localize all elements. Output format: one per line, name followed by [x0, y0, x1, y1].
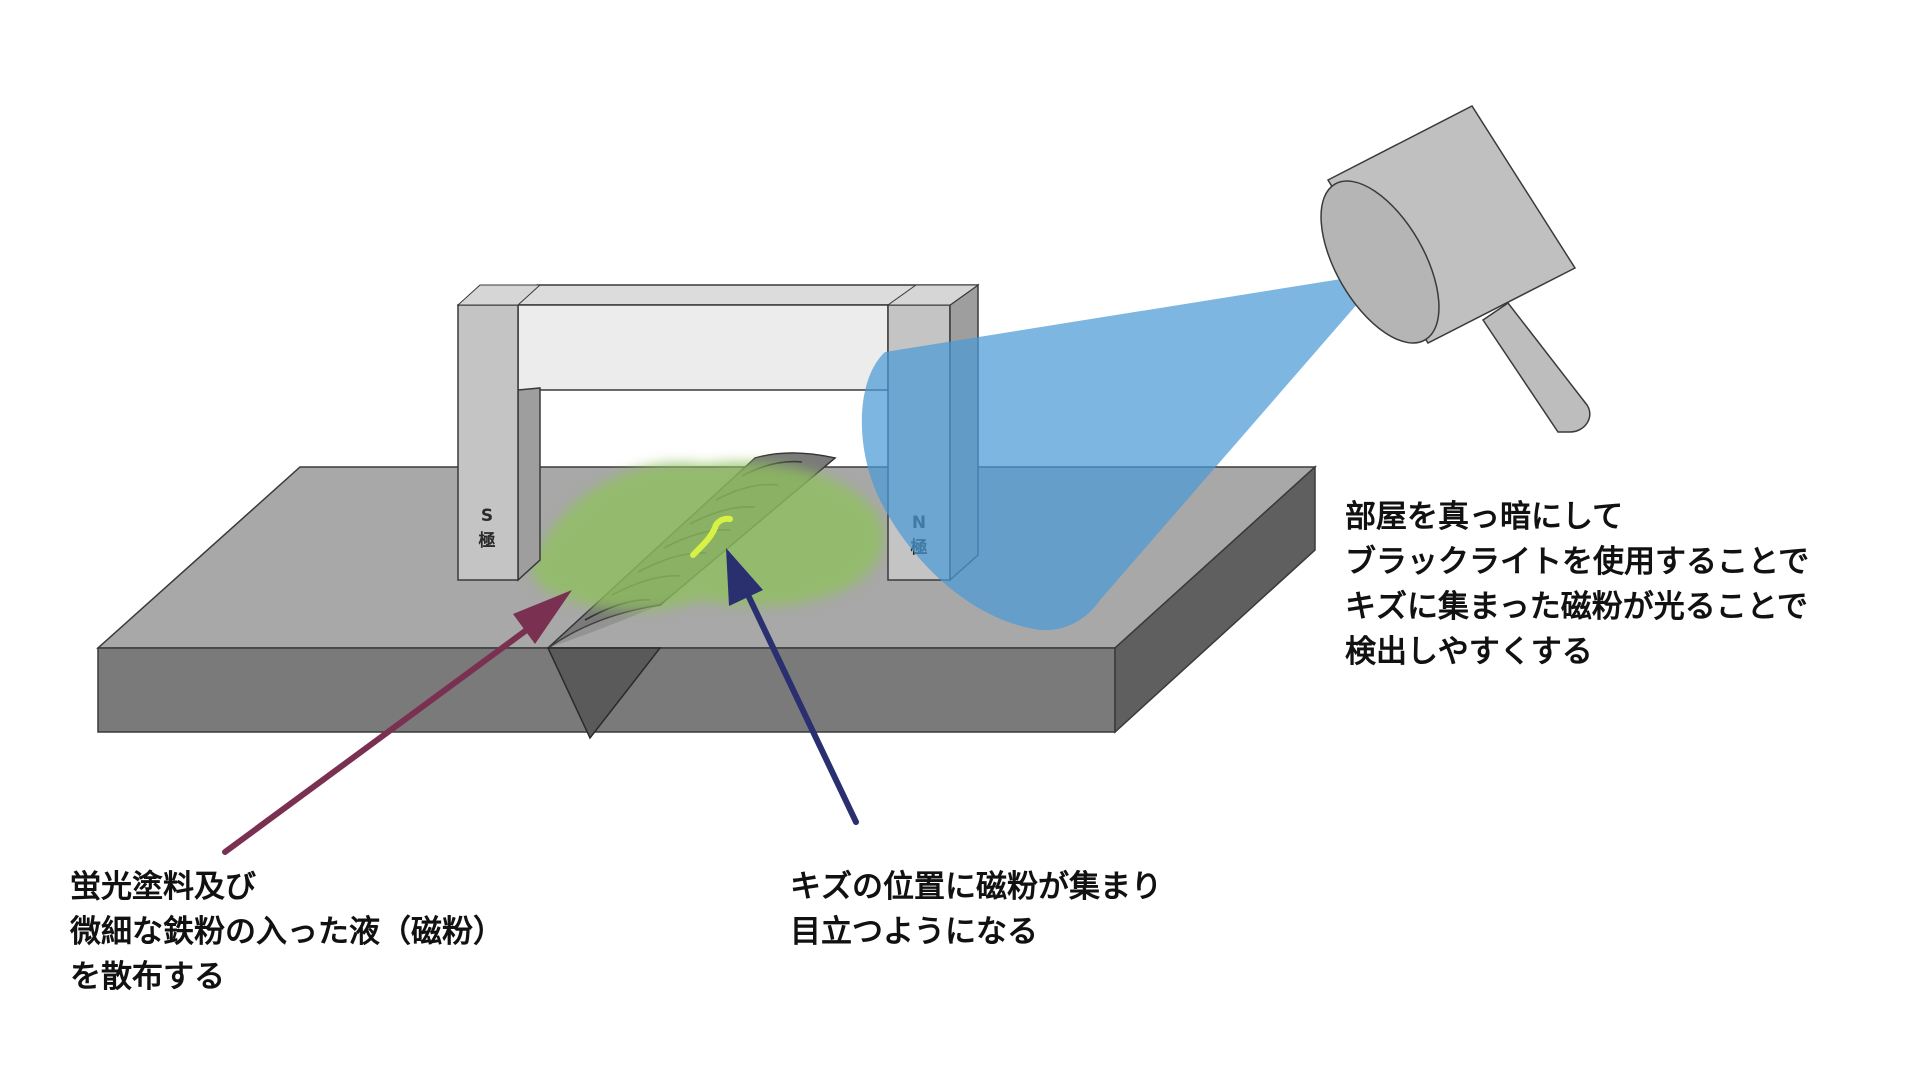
fluid-caption-line: 微細な鉄粉の入った液（磁粉） [70, 914, 504, 950]
fluid-caption: 蛍光塗料及び 微細な鉄粉の入った液（磁粉） を散布する [70, 865, 504, 1000]
blacklight-caption-line: 検出しやすくする [1345, 634, 1593, 670]
crack-caption-line: 目立つようになる [790, 914, 1038, 950]
fluid-arrow-head [513, 590, 572, 644]
blacklight-caption-line: ブラックライトを使用することで [1345, 544, 1810, 580]
crack-caption: キズの位置に磁粉が集まり 目立つようになる [790, 865, 1162, 955]
black-light-lamp [1320, 105, 1591, 433]
s-pole-label-char: 極 [479, 530, 496, 551]
blacklight-caption-line: 部屋を真っ暗にして [1345, 499, 1624, 535]
lamp-front-face [1320, 180, 1440, 344]
fluid-caption-line: を散布する [70, 959, 225, 995]
uv-light-beam [861, 272, 1385, 631]
blacklight-caption: 部屋を真っ暗にして ブラックライトを使用することで キズに集まった磁粉が光ること… [1345, 495, 1809, 675]
fluid-arrow-shaft [222, 623, 535, 855]
crack-arrow [726, 548, 859, 825]
s-pole-label-letter: S [481, 506, 493, 526]
lamp-handle [1481, 301, 1591, 433]
steel-plate-side [1114, 465, 1316, 734]
magnet-s-leg-inner [517, 387, 541, 582]
magnet-s-leg-top [456, 284, 542, 306]
crack-arrow-head [726, 548, 763, 606]
crack-caption-line: キズの位置に磁粉が集まり [790, 869, 1162, 905]
fluid-arrow [222, 590, 572, 855]
magnet-bar-front [517, 304, 889, 391]
weld-groove-section [546, 647, 662, 740]
magnet-n-leg-top [886, 284, 980, 306]
crack-arrow-shaft [745, 592, 859, 825]
crack-indication [690, 515, 733, 558]
blacklight-caption-line: キズに集まった磁粉が光ることで [1345, 589, 1808, 625]
fluid-caption-line: 蛍光塗料及び [70, 869, 256, 905]
